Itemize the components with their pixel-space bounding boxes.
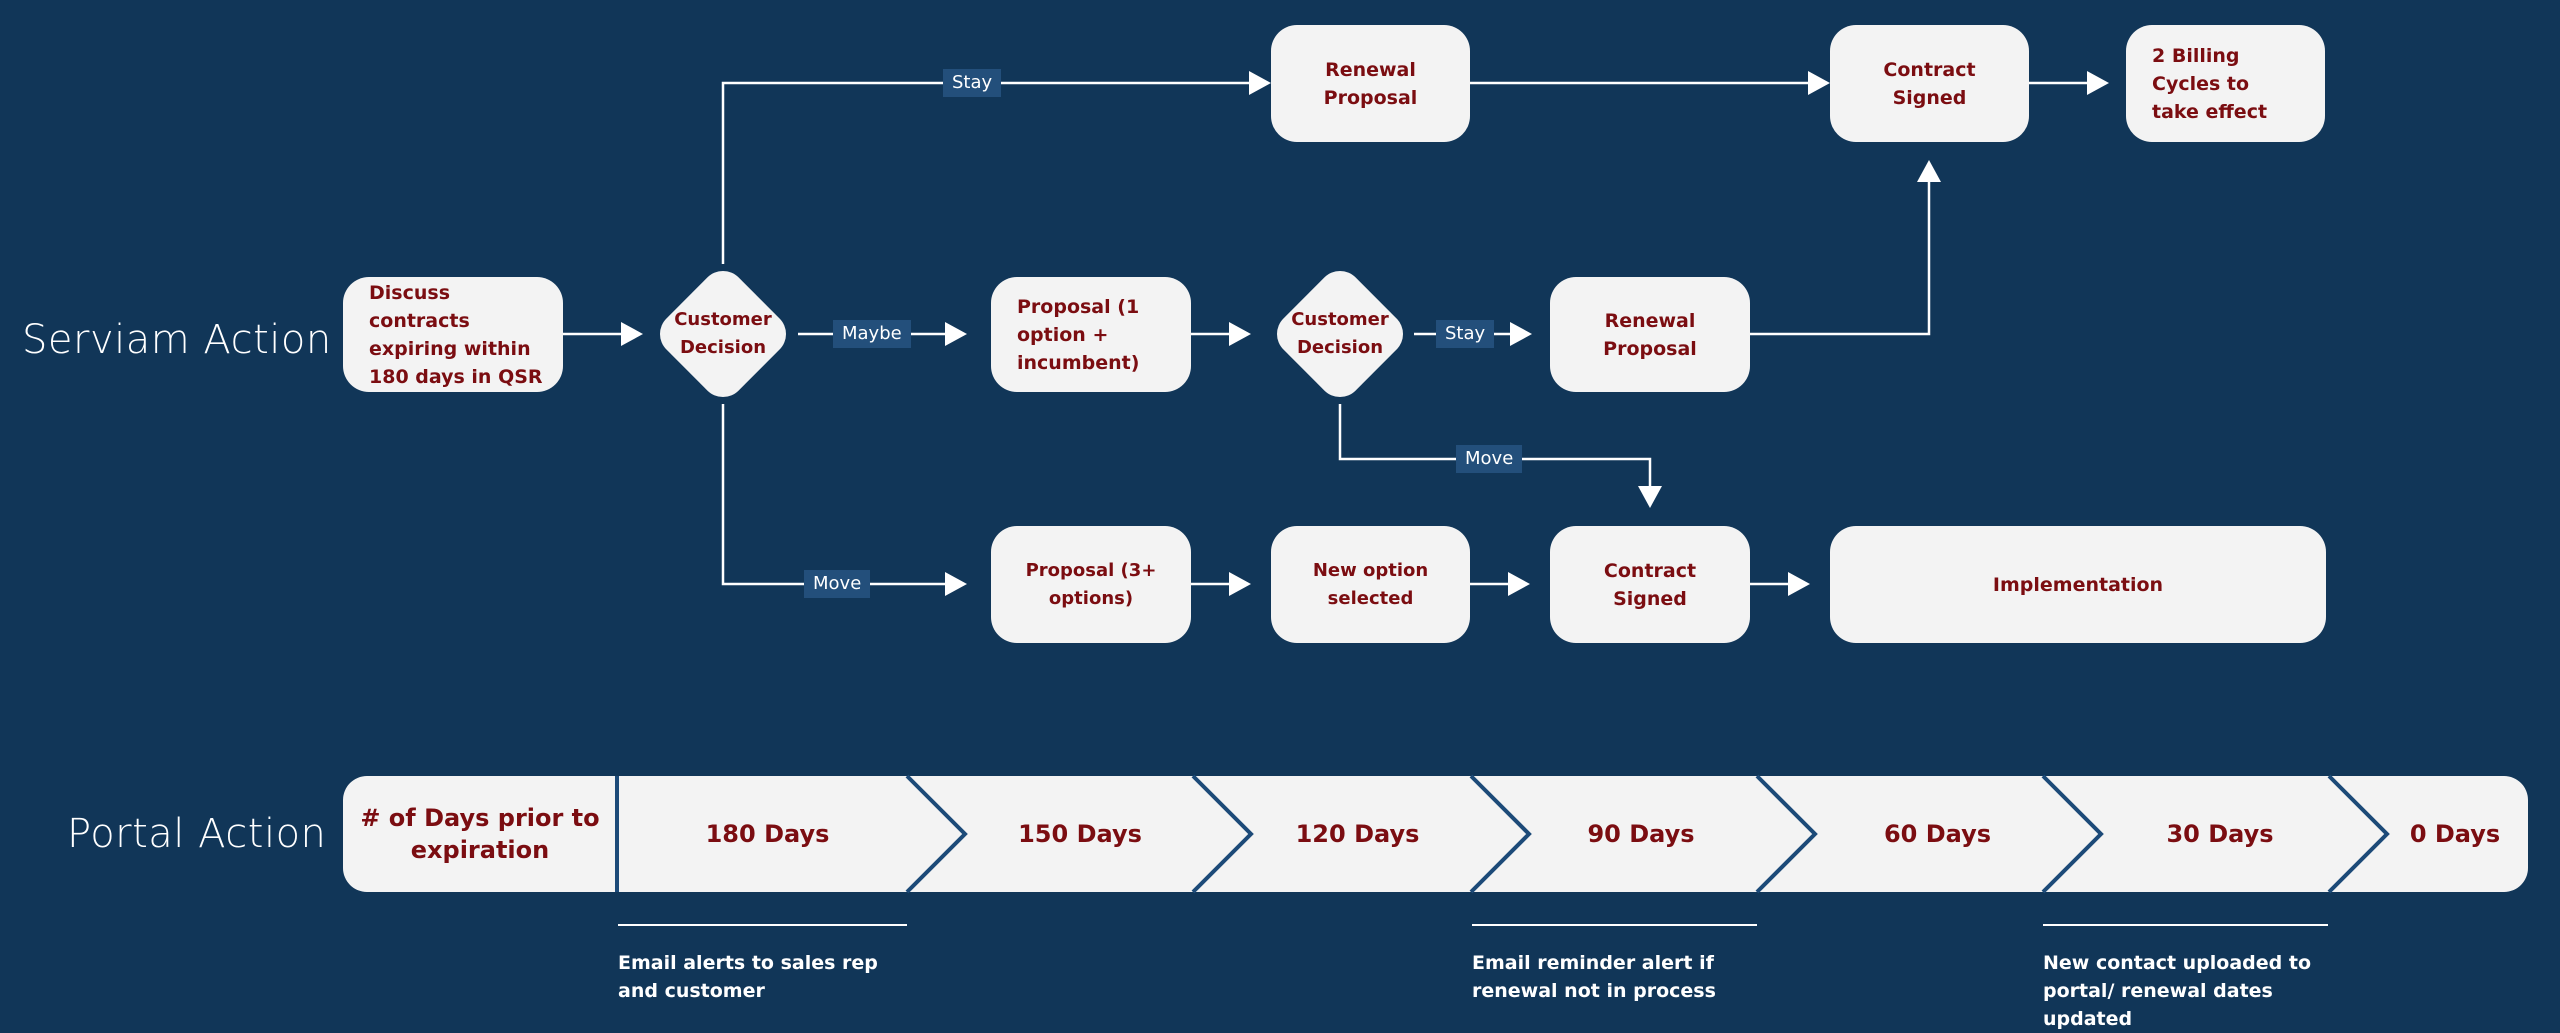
timeline-chevron	[905, 774, 968, 894]
lane-label-serviam: Serviam Action	[22, 317, 332, 363]
edge-label-stay-top: Stay	[943, 69, 1002, 97]
arrowhead	[1229, 322, 1251, 346]
timeline-day-120: 120 Days	[1295, 820, 1420, 848]
edge-label-move-bottom: Move	[804, 570, 871, 598]
node-label: Contract Signed	[1603, 559, 1697, 610]
node-proposal-one-option: Proposal (1 option + incumbent)	[991, 277, 1191, 392]
node-label: Contract Signed	[1883, 58, 1976, 109]
node-implementation: Implementation	[1830, 526, 2326, 643]
decision-label-1: Customer Decision	[674, 309, 772, 358]
arrowhead	[1788, 572, 1810, 596]
timeline-day-60: 60 Days	[1883, 820, 1992, 848]
timeline-bar	[343, 776, 2528, 892]
edge-label-stay-mid: Stay	[1436, 320, 1495, 348]
note-line-new-contact	[2043, 924, 2328, 926]
node-contract-signed-bottom: Contract Signed	[1550, 526, 1750, 643]
timeline-chevron	[1191, 774, 1254, 894]
node-label: Renewal Proposal	[1323, 58, 1418, 109]
arrowhead	[1508, 572, 1530, 596]
node-label: 2 Billing Cycles to take effect	[2152, 44, 2268, 123]
node-billing-cycles: 2 Billing Cycles to take effect	[2126, 25, 2325, 142]
timeline-chevron	[1469, 774, 1532, 894]
edge-decision1-proposal-three	[721, 404, 945, 586]
node-proposal-three-options: Proposal (3+ options)	[991, 526, 1191, 643]
timeline-day-30: 30 Days	[2166, 820, 2274, 848]
arrowhead	[1510, 322, 1532, 346]
note-email-alerts: Email alerts to sales rep and customer	[618, 952, 878, 1002]
timeline-day-90: 90 Days	[1587, 820, 1695, 848]
node-label: Renewal Proposal	[1603, 309, 1697, 360]
timeline-day-0: 0 Days	[2409, 820, 2501, 848]
node-renewal-proposal-top: Renewal Proposal	[1271, 25, 1470, 142]
arrowhead	[945, 322, 967, 346]
edge-renewal-mid-contract-top	[1750, 182, 1931, 336]
note-new-contact: New contact uploaded to portal/ renewal …	[2043, 952, 2312, 1030]
node-discuss-contracts: Discuss contracts expiring within 180 da…	[343, 277, 563, 392]
arrowhead	[621, 322, 643, 346]
node-label: Implementation	[1992, 573, 2164, 596]
node-contract-signed-top: Contract Signed	[1830, 25, 2029, 142]
arrowhead	[1808, 71, 1830, 95]
decision-label-2: Customer Decision	[1291, 309, 1389, 358]
edge-label-move-mid: Move	[1456, 445, 1523, 473]
edge-label-maybe: Maybe	[833, 320, 911, 348]
node-renewal-proposal-mid: Renewal Proposal	[1550, 277, 1750, 392]
arrowhead	[2087, 71, 2109, 95]
timeline-chevron	[2041, 774, 2104, 894]
note-line-email-alerts	[618, 924, 907, 926]
node-label: Discuss contracts expiring within 180 da…	[369, 281, 543, 388]
arrowhead	[1638, 486, 1662, 508]
note-email-reminder: Email reminder alert if renewal not in p…	[1472, 952, 1716, 1002]
note-line-email-reminder	[1472, 924, 1757, 926]
node-label: New option selected	[1312, 559, 1429, 609]
arrowhead	[1229, 572, 1251, 596]
timeline-day-150: 150 Days	[1018, 820, 1142, 848]
node-label: Proposal (3+ options)	[1025, 559, 1157, 609]
timeline-day-180: 180 Days	[705, 820, 830, 848]
arrowhead	[1917, 160, 1941, 182]
arrowhead	[945, 572, 967, 596]
arrowhead	[1249, 71, 1271, 95]
timeline-chevron	[2327, 774, 2390, 894]
timeline-header: # of Days prior to expiration	[360, 804, 600, 864]
node-new-option-selected: New option selected	[1271, 526, 1470, 643]
lane-label-portal: Portal Action	[67, 811, 327, 857]
timeline-chevron	[1755, 774, 1818, 894]
node-label: Proposal (1 option + incumbent)	[1017, 295, 1140, 374]
edge-decision1-renewal-top	[721, 81, 1249, 264]
